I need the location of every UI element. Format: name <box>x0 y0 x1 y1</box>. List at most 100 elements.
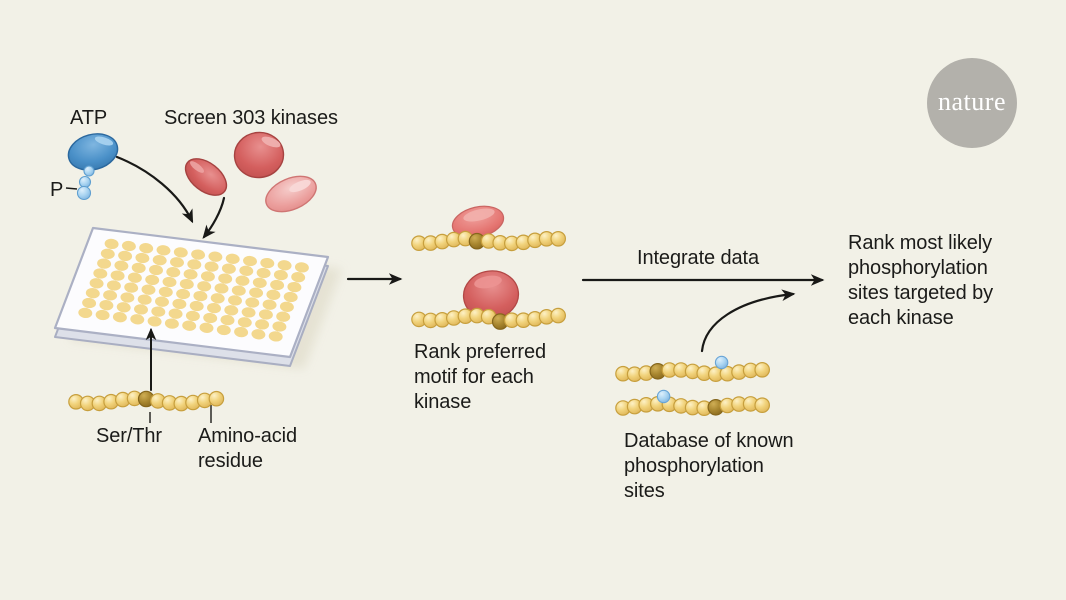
plate-well <box>93 268 108 279</box>
kinase-highlight <box>474 275 502 289</box>
plate-well <box>134 304 148 315</box>
plate-well <box>130 314 145 325</box>
amino-acid-bead <box>754 361 770 378</box>
plate-well <box>287 281 302 293</box>
kinase-highlight <box>289 179 311 193</box>
plate-well <box>185 310 200 322</box>
plate-well <box>137 294 152 305</box>
nature-logo: nature <box>927 58 1017 148</box>
plate-well <box>231 285 246 296</box>
plate-well <box>120 292 135 303</box>
arrow-kinases-to-plate <box>202 196 226 239</box>
plate-well <box>237 317 252 328</box>
amino-acid-bead <box>754 397 770 413</box>
plate-well <box>239 265 254 276</box>
plate-well <box>262 299 277 310</box>
database-label: Database of known phosphorylation sites <box>624 430 794 502</box>
plate-well <box>277 260 292 271</box>
plate-well <box>210 293 225 304</box>
plate-well <box>189 300 204 312</box>
phosphate-bead <box>714 355 729 370</box>
screen-kinases-label: Screen 303 kinases <box>164 107 338 129</box>
nature-logo-text: nature <box>938 87 1006 116</box>
plate-well <box>147 316 162 327</box>
plate-well <box>225 253 240 264</box>
plate-well <box>135 252 150 264</box>
plate-well <box>155 296 169 307</box>
plate-well <box>149 264 163 276</box>
kinase-highlight <box>190 161 204 173</box>
kinase-blob-bean <box>184 158 228 196</box>
plate-well <box>266 289 281 300</box>
plate-well <box>78 307 93 319</box>
peptide-chain-database <box>615 355 770 382</box>
plate-well <box>235 275 250 286</box>
peptide-chain-motif <box>411 230 566 252</box>
plate-well <box>273 269 288 281</box>
plate-well <box>152 255 167 266</box>
screened-kinases <box>184 131 317 213</box>
plate-well <box>97 258 112 269</box>
plate-well <box>131 262 146 274</box>
plate-well <box>245 297 260 308</box>
kinase-peptide-complex-bottom <box>462 270 520 320</box>
plate-well <box>99 300 114 311</box>
plate-well <box>82 297 97 309</box>
plate-well <box>241 307 256 318</box>
plate-well <box>110 270 125 281</box>
plate-well <box>173 247 188 258</box>
phosphate-pointer-line <box>65 187 78 190</box>
plate-well <box>168 308 183 319</box>
plate-wells <box>78 238 309 342</box>
kinase-blob-large <box>233 131 285 179</box>
plate-well <box>85 288 100 299</box>
plate-well <box>121 240 136 252</box>
rank-motif-label: Rank preferred motif for each kinase <box>414 341 546 413</box>
plate-well <box>89 278 104 289</box>
plate-well <box>252 277 267 288</box>
plate-well <box>228 295 242 306</box>
plate-well <box>118 250 133 262</box>
plate-well <box>193 290 208 302</box>
ser-thr-label: Ser/Thr <box>96 425 162 447</box>
phosphate-bead <box>656 389 671 404</box>
kinase-highlight <box>261 136 281 148</box>
atp-molecule <box>65 133 119 201</box>
peptide-chain-substrate <box>68 390 225 412</box>
plate-well <box>141 284 156 295</box>
plate-well <box>187 259 202 270</box>
plate-well <box>176 288 191 300</box>
plate-well <box>199 322 214 333</box>
plate-well <box>268 331 283 342</box>
plate-well <box>270 279 285 291</box>
plate-well <box>291 272 306 283</box>
plate-well <box>256 267 271 279</box>
plate-well <box>106 280 121 291</box>
phosphate-label: P <box>50 179 64 201</box>
kinase-highlight <box>463 208 495 222</box>
plate-well <box>114 260 129 271</box>
plate-well <box>204 261 219 272</box>
kinase-blob-pink <box>265 175 317 213</box>
plate-well <box>166 267 181 278</box>
plate-well <box>276 311 291 322</box>
plate-well <box>258 309 273 320</box>
phosphate-beads <box>76 165 95 201</box>
plate-well <box>145 274 160 286</box>
amino-acid-bead <box>550 231 566 247</box>
rank-sites-label: Rank most likely phosphorylation sites t… <box>848 232 994 329</box>
plate-well <box>255 319 270 330</box>
plate-well <box>272 321 287 332</box>
plate-well <box>220 314 235 326</box>
plate-well <box>234 326 249 338</box>
plate-well <box>172 298 187 310</box>
plate-well <box>191 249 206 260</box>
integrate-data-label: Integrate data <box>637 247 760 269</box>
plate-well <box>260 257 275 269</box>
plate-well <box>164 318 179 329</box>
peptide-chain-motif <box>411 307 566 330</box>
plate-well <box>151 306 166 317</box>
plate-well <box>216 324 231 336</box>
plate-well <box>162 276 177 288</box>
